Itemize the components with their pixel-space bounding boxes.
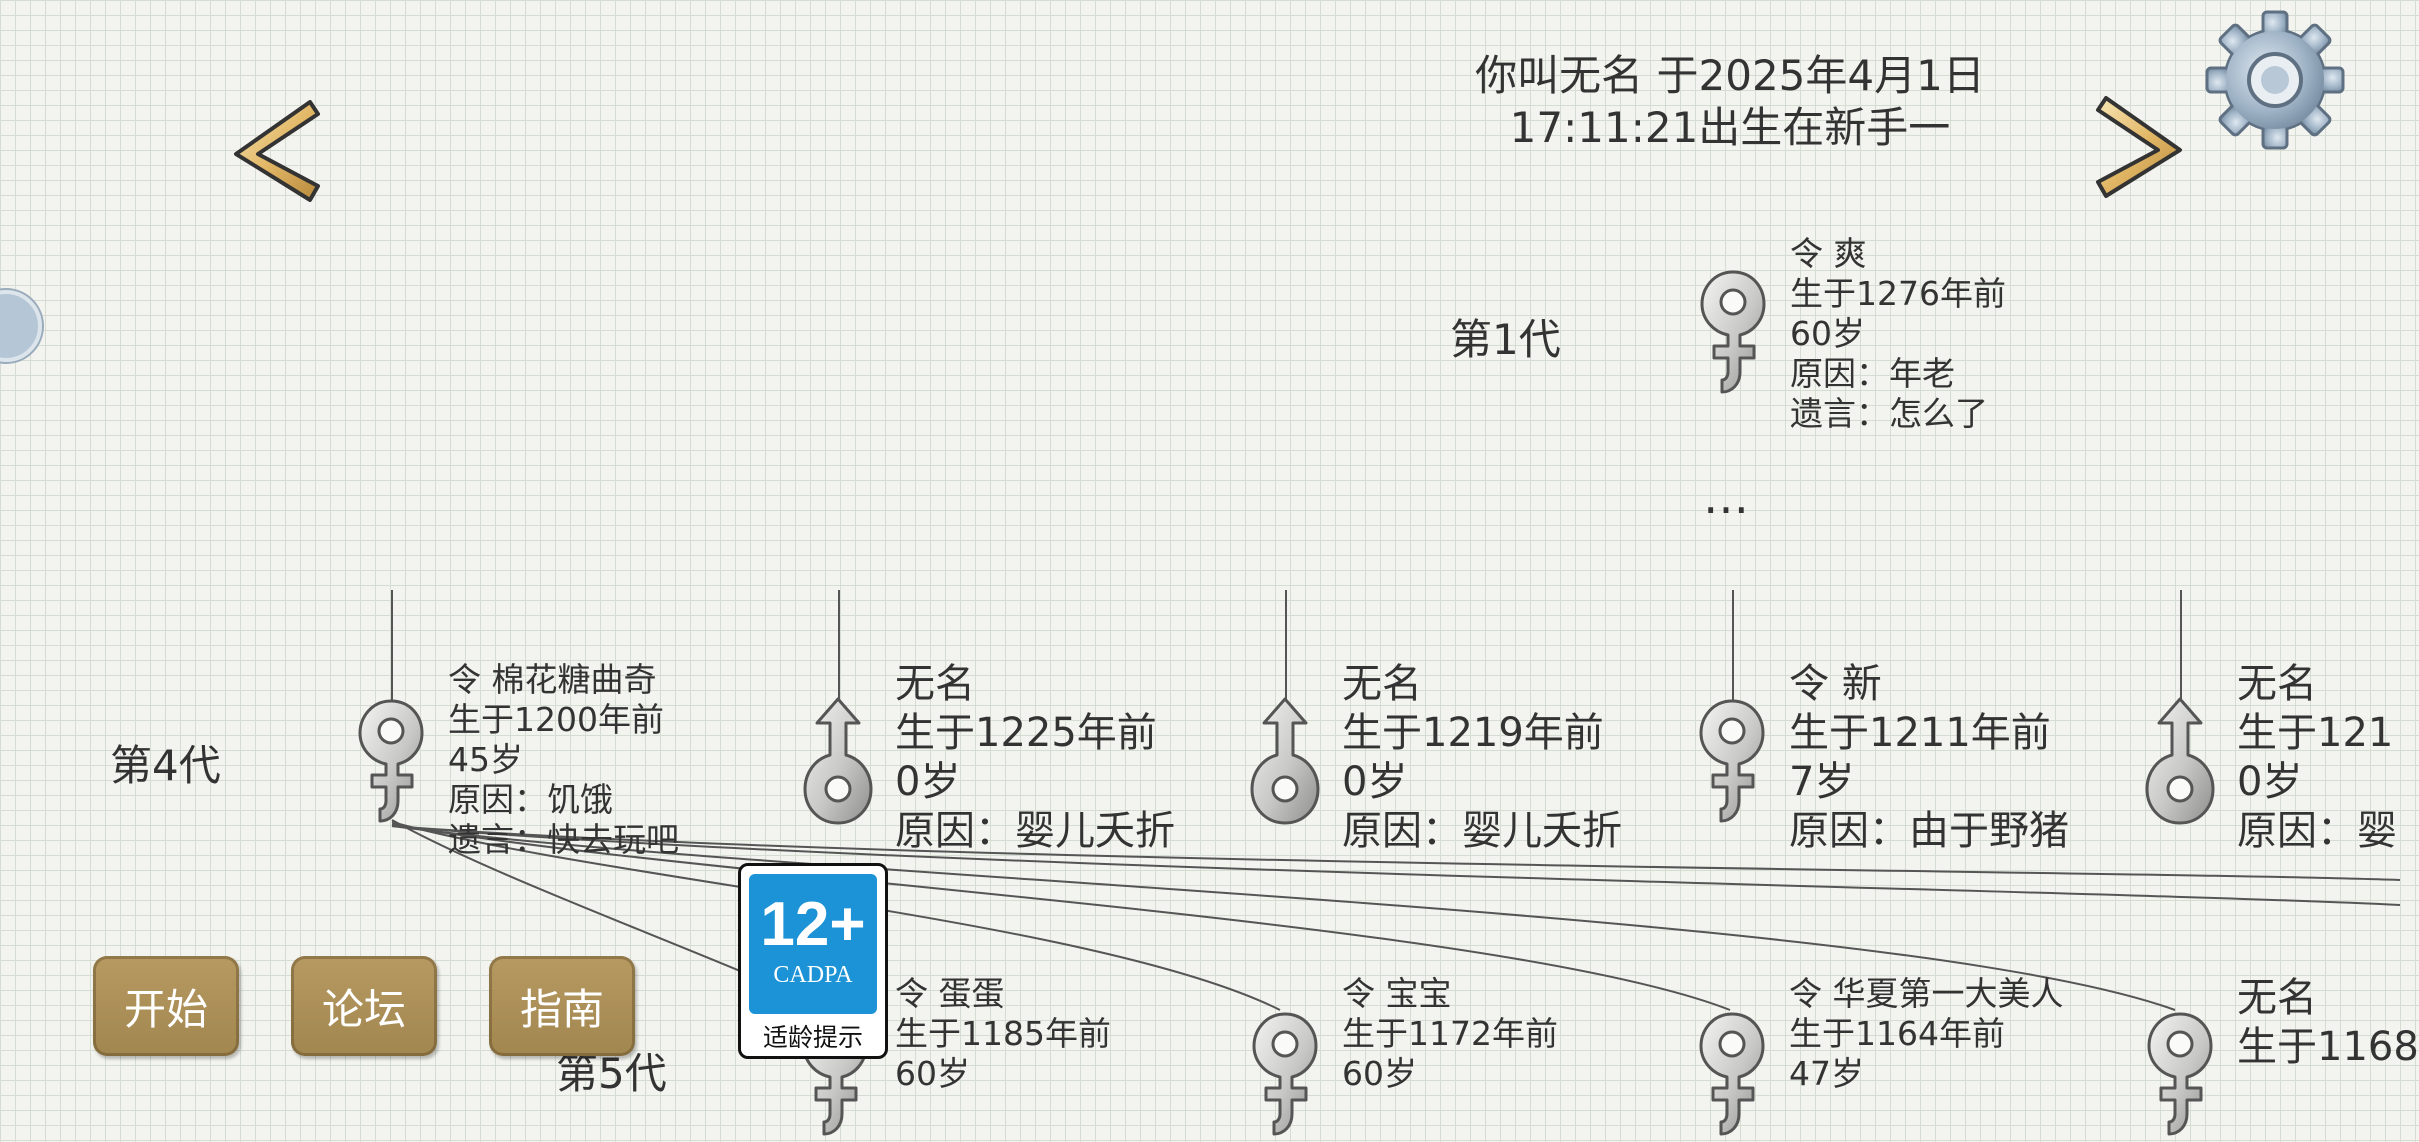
member-born: 生于1168 xyxy=(2237,1024,2419,1070)
male-symbol-icon[interactable] xyxy=(2145,697,2215,825)
member-name: 令 新 xyxy=(1789,661,1882,707)
age-rating-badge[interactable]: 12+ CADPA 适龄提示 xyxy=(738,863,888,1059)
gear-icon xyxy=(2205,10,2345,150)
family-connectors xyxy=(391,819,2401,1011)
female-symbol-icon[interactable] xyxy=(1698,268,1768,396)
member-info: 无名 生于1219年前 0岁 原因：婴儿夭折 xyxy=(1342,660,1622,860)
connector-line xyxy=(391,825,2401,906)
ancestor-words: 遗言：怎么了 xyxy=(1790,394,1988,433)
member-age: 47岁 xyxy=(1789,1054,1864,1093)
member-age: 0岁 xyxy=(2237,759,2303,805)
chevron-right-icon xyxy=(2096,96,2182,198)
guide-button[interactable]: 指南 xyxy=(489,956,635,1056)
member-name: 令 蛋蛋 xyxy=(895,974,1005,1013)
member-born: 生于1225年前 xyxy=(895,710,1157,756)
member-name: 无名 xyxy=(895,661,975,707)
ancestor-age: 60岁 xyxy=(1790,314,1865,353)
member-age: 60岁 xyxy=(1342,1054,1417,1093)
more-generations-ellipsis: … xyxy=(1703,470,1749,524)
member-info: 无名 生于121 0岁 原因：婴 xyxy=(2237,660,2400,860)
member-info: 令 新 生于1211年前 7岁 原因：由于野猪 xyxy=(1789,660,2069,860)
connector-line xyxy=(391,823,1731,1011)
member-name: 令 华夏第一大美人 xyxy=(1789,974,2064,1013)
member-name: 无名 xyxy=(1342,661,1422,707)
member-cause: 原因：婴儿夭折 xyxy=(1342,808,1622,854)
female-symbol-icon[interactable] xyxy=(1697,697,1767,825)
age-rating-panel: 12+ CADPA xyxy=(749,874,877,1014)
age-rating-number: 12+ xyxy=(760,890,866,959)
female-symbol-icon[interactable] xyxy=(356,697,426,825)
birth-info-line2: 17:11:21出生在新手一 xyxy=(1509,103,1951,152)
member-age: 7岁 xyxy=(1789,759,1855,805)
member-born: 生于1164年前 xyxy=(1789,1014,2005,1053)
age-rating-org: CADPA xyxy=(773,962,853,988)
member-name: 无名 xyxy=(2237,975,2317,1021)
hang-line xyxy=(838,590,840,700)
member-born: 生于1200年前 xyxy=(448,700,664,739)
member-age: 0岁 xyxy=(1342,759,1408,805)
member-info: 令 蛋蛋 生于1185年前 60岁 xyxy=(895,974,1111,1093)
member-cause: 原因：由于野猪 xyxy=(1789,808,2069,854)
hang-line xyxy=(1732,590,1734,700)
member-cause: 原因：婴 xyxy=(2237,808,2397,854)
male-symbol-icon[interactable] xyxy=(1250,697,1320,825)
member-age: 60岁 xyxy=(895,1054,970,1093)
member-age: 45岁 xyxy=(448,740,523,779)
gen5-label: 第5代 xyxy=(556,1049,667,1098)
member-info: 令 华夏第一大美人 生于1164年前 47岁 xyxy=(1789,974,2064,1093)
age-rating-tip: 适龄提示 xyxy=(762,1023,863,1052)
forum-button[interactable]: 论坛 xyxy=(291,956,437,1056)
ancestor-name: 令 爽 xyxy=(1790,234,1867,273)
member-info: 无名 生于1225年前 0岁 原因：婴儿夭折 xyxy=(895,660,1175,860)
member-born: 生于1185年前 xyxy=(895,1014,1111,1053)
member-born: 生于1211年前 xyxy=(1789,710,2051,756)
hang-line xyxy=(391,590,393,700)
member-born: 生于1172年前 xyxy=(1342,1014,1558,1053)
member-cause: 原因：婴儿夭折 xyxy=(895,808,1175,854)
hang-line xyxy=(2180,590,2182,700)
birth-info-line1: 你叫无名 于2025年4月1日 xyxy=(1475,51,1985,100)
female-symbol-icon[interactable] xyxy=(2145,1010,2215,1138)
female-symbol-icon[interactable] xyxy=(1697,1010,1767,1138)
next-arrow-button[interactable] xyxy=(2088,88,2198,208)
member-age: 0岁 xyxy=(895,759,961,805)
member-info: 无名 生于1168 xyxy=(2237,974,2419,1080)
ancestor-born: 生于1276年前 xyxy=(1790,274,2006,313)
member-name: 令 宝宝 xyxy=(1342,974,1452,1013)
member-info: 令 棉花糖曲奇 生于1200年前 45岁 原因：饥饿 遗言：快去玩吧 xyxy=(448,660,679,860)
female-symbol-icon[interactable] xyxy=(1250,1010,1320,1138)
hang-line xyxy=(1285,590,1287,700)
member-born: 生于121 xyxy=(2237,710,2394,756)
gen4-label: 第4代 xyxy=(110,741,221,790)
member-info: 令 宝宝 生于1172年前 60岁 xyxy=(1342,974,1558,1093)
member-name: 无名 xyxy=(2237,661,2317,707)
male-symbol-icon[interactable] xyxy=(803,697,873,825)
member-cause: 原因：饥饿 xyxy=(448,780,613,819)
settings-button[interactable] xyxy=(2205,10,2345,150)
member-words: 遗言：快去玩吧 xyxy=(448,820,679,859)
gen1-label: 第1代 xyxy=(1450,315,1561,364)
member-name: 令 棉花糖曲奇 xyxy=(448,660,657,699)
connector-line xyxy=(391,825,2401,881)
member-born: 生于1219年前 xyxy=(1342,710,1604,756)
ancestor-cause: 原因：年老 xyxy=(1790,354,1955,393)
start-button[interactable]: 开始 xyxy=(93,956,239,1056)
connector-line xyxy=(391,825,2176,1011)
prev-arrow-button[interactable] xyxy=(218,92,328,212)
chevron-left-icon xyxy=(234,100,320,202)
ancestor-info: 令 爽 生于1276年前 60岁 原因：年老 遗言：怎么了 xyxy=(1790,234,2006,434)
birth-info: 你叫无名 于2025年4月1日 17:11:21出生在新手一 xyxy=(1420,50,2040,154)
